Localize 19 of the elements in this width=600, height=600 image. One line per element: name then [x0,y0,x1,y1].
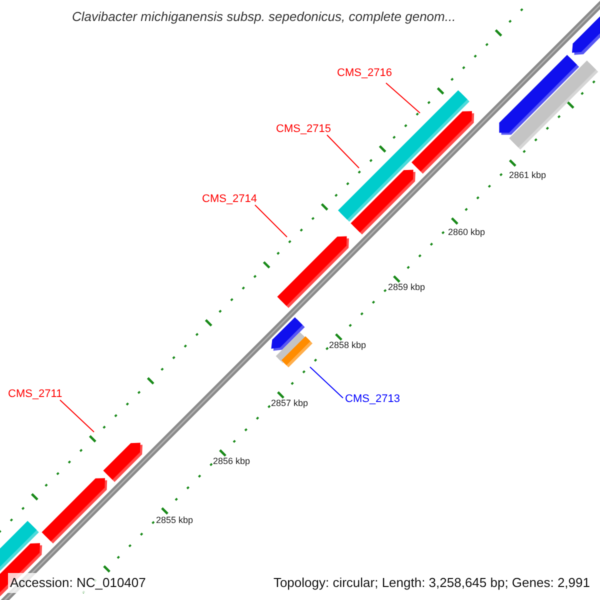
leader-line [310,366,344,398]
position-label: 2858 kbp [329,339,366,352]
leader-line [386,82,420,114]
leader-line [254,204,288,238]
genome-title: Clavibacter michiganensis subsp. sepedonicus, complete genom... [72,8,456,26]
position-label: 2857 kbp [271,397,308,410]
gene-label: CMS_2715 [276,122,332,136]
gene-label: CMS_2711 [8,387,62,401]
position-label: 2861 kbp [509,169,546,182]
gene-label: CMS_2716 [337,66,392,80]
leader-line [60,400,94,432]
position-label: 2859 kbp [388,281,426,294]
gene-label: CMS_2714 [202,192,258,206]
position-label: 2856 kbp [213,455,250,468]
leader-line [326,134,360,168]
info-text: Accession: NC_010407 [8,573,148,592]
gene-label: CMS_2713 [345,392,400,406]
position-label: 2855 kbp [156,514,194,527]
position-label: 2860 kbp [448,226,486,239]
